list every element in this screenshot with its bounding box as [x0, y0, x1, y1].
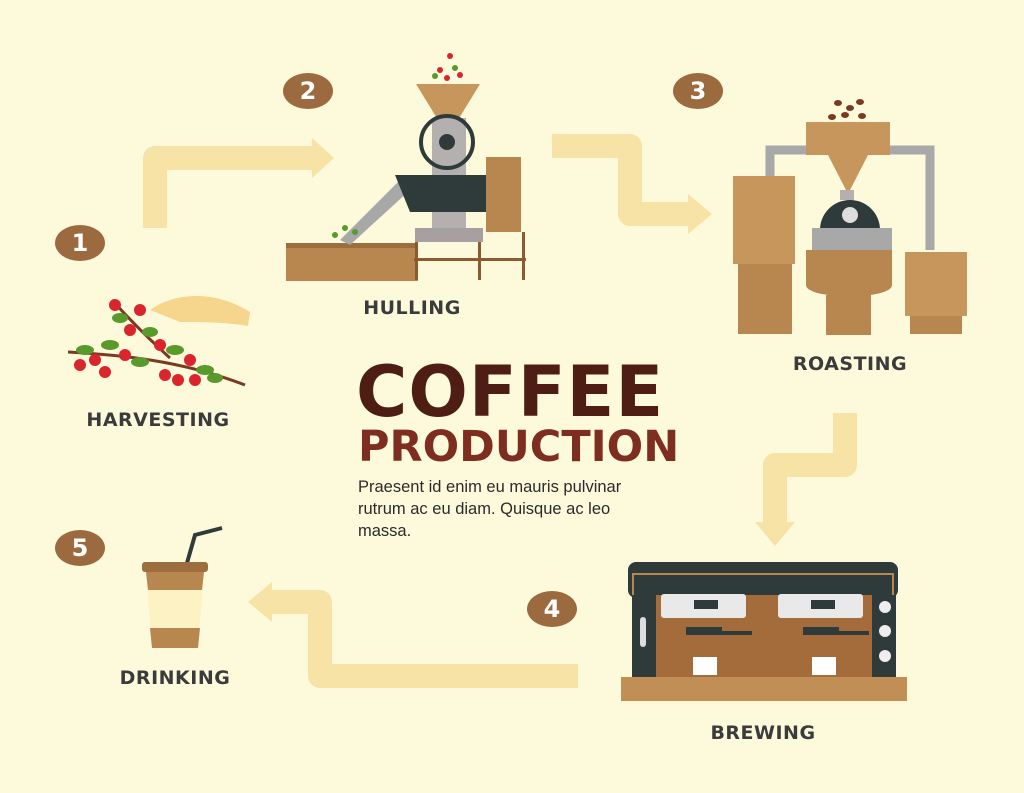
arrowhead-1	[312, 138, 334, 178]
coffee-branch-hand-icon	[67, 296, 250, 387]
step-number-badge: 4	[527, 591, 577, 627]
arrow-3-4	[763, 413, 857, 525]
step-number-badge: 5	[55, 530, 105, 566]
arrowhead-3	[755, 522, 795, 546]
description-text: Praesent id enim eu mauris pulvinar rutr…	[358, 478, 622, 540]
arrow-2-3	[552, 134, 690, 226]
arrow-1-2	[143, 146, 315, 228]
title-coffee: COFFEE	[356, 351, 665, 433]
hulling-machine-icon	[286, 53, 526, 281]
arrowhead-2	[688, 194, 712, 234]
step-label-roasting: ROASTING	[792, 353, 908, 375]
step-number-badge: 3	[673, 73, 723, 109]
step-label-harvesting: HARVESTING	[86, 409, 230, 431]
step-number-badge: 2	[283, 73, 333, 109]
arrowhead-4	[248, 582, 272, 622]
title-production: PRODUCTION	[358, 422, 680, 472]
espresso-machine-icon	[621, 562, 907, 701]
step-label-brewing: BREWING	[710, 722, 816, 744]
coffee-cup-icon	[142, 526, 223, 648]
flow-arrows	[143, 134, 857, 688]
arrow-4-5	[270, 590, 578, 688]
step-label-drinking: DRINKING	[119, 667, 231, 689]
step-label-hulling: HULLING	[363, 297, 461, 319]
step-number-badge: 1	[55, 225, 105, 261]
roaster-icon	[733, 99, 967, 335]
